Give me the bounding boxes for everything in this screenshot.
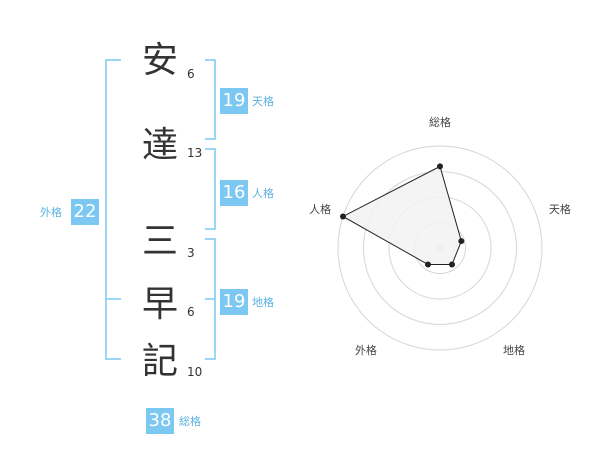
radar-point-1 [437, 163, 443, 170]
soukaku-label: 総格 [179, 415, 201, 428]
chikaku-value: 19 [220, 289, 248, 315]
name-char-1: 安 [141, 40, 178, 81]
name-char-2: 達 [141, 125, 178, 166]
stroke-count-1: 6 [187, 67, 195, 81]
stroke-count-4: 6 [187, 305, 195, 319]
gaikaku-bracket [105, 59, 121, 360]
radar-grid-ring [337, 145, 543, 351]
gaikaku-label: 外格 [40, 206, 62, 219]
radar-axis-label-4: 外格 [355, 343, 377, 357]
radar-axis-label-1: 総格 [429, 115, 451, 129]
name-char-4: 早 [141, 284, 178, 325]
radar-axis-label-2: 天格 [549, 202, 571, 216]
radar-point-5 [339, 213, 346, 220]
jinkaku-bracket [205, 148, 216, 230]
radar-point-3 [448, 261, 455, 268]
radar-axis-label-5: 人格 [309, 202, 331, 216]
radar-data-polygon [341, 165, 462, 266]
radar-point-4 [425, 261, 432, 268]
chikaku-label: 地格 [252, 296, 274, 309]
jinkaku-label: 人格 [252, 187, 274, 200]
stroke-count-2: 13 [187, 146, 203, 160]
tenkaku-bracket [205, 59, 216, 140]
soukaku-value: 38 [146, 408, 174, 434]
stroke-count-3: 3 [187, 246, 195, 260]
name-char-5: 記 [141, 341, 178, 382]
jinkaku-value: 16 [220, 180, 248, 206]
stroke-count-5: 10 [187, 365, 203, 379]
tenkaku-label: 天格 [252, 95, 274, 108]
tenkaku-value: 19 [220, 88, 248, 114]
gaikaku-value: 22 [71, 199, 99, 225]
radar-point-2 [458, 238, 465, 245]
radar-axis-label-3: 地格 [503, 343, 525, 357]
name-char-3: 三 [141, 221, 178, 262]
